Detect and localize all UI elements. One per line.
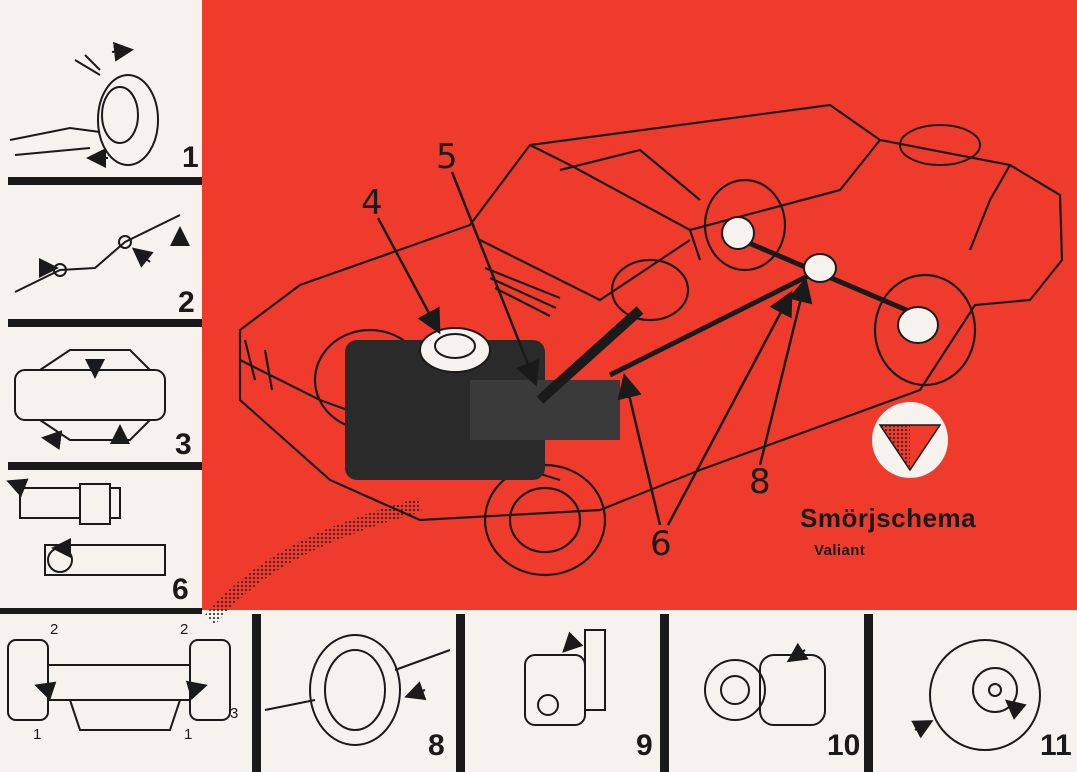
panel-label-1: 1	[182, 141, 199, 174]
panel-11-sketch	[911, 639, 1041, 751]
engine	[345, 327, 620, 480]
drivetrain	[608, 232, 931, 378]
callout-5: 5	[436, 137, 458, 177]
panel-6-sketch	[6, 478, 166, 576]
axle-label-bottom-right: 1	[184, 726, 193, 743]
panel-8-sketch	[264, 634, 451, 746]
panel-label-11: 11	[1040, 729, 1072, 762]
panel-3-sketch	[14, 349, 166, 451]
brand-logo	[872, 402, 948, 478]
panel-label-2: 2	[178, 286, 195, 319]
front-axle-sketch	[7, 639, 231, 731]
panel-1-sketch	[9, 41, 159, 168]
callout-8: 8	[749, 462, 771, 502]
callout-4: 4	[361, 183, 383, 223]
panel-label-10: 10	[827, 729, 861, 762]
panel-label-6: 6	[172, 573, 189, 606]
callout-6: 6	[650, 524, 672, 564]
callout-arrows	[376, 171, 813, 526]
left-panel-dividers	[0, 177, 202, 614]
page-subtitle: Valiant	[814, 542, 866, 559]
panel-9-sketch	[524, 629, 606, 726]
panel-label-8: 8	[428, 729, 445, 762]
axle-label-top-right: 2	[180, 621, 189, 638]
panel-10-sketch	[704, 642, 826, 726]
grease-trail	[204, 498, 422, 625]
spare-tire	[899, 124, 981, 166]
axle-label-right: 3	[230, 705, 239, 722]
steering	[536, 258, 690, 404]
panel-label-3: 3	[175, 428, 192, 461]
axle-label-top-left: 2	[50, 621, 59, 638]
bottom-panel-dividers	[252, 614, 873, 772]
rear-axle-detail	[721, 216, 939, 344]
axle-label-bottom-left: 1	[33, 726, 42, 743]
page-title: Smörjschema	[800, 503, 977, 533]
red-background-panel	[202, 0, 1077, 610]
panel-label-9: 9	[636, 729, 653, 762]
panel-2-sketch	[14, 214, 190, 293]
